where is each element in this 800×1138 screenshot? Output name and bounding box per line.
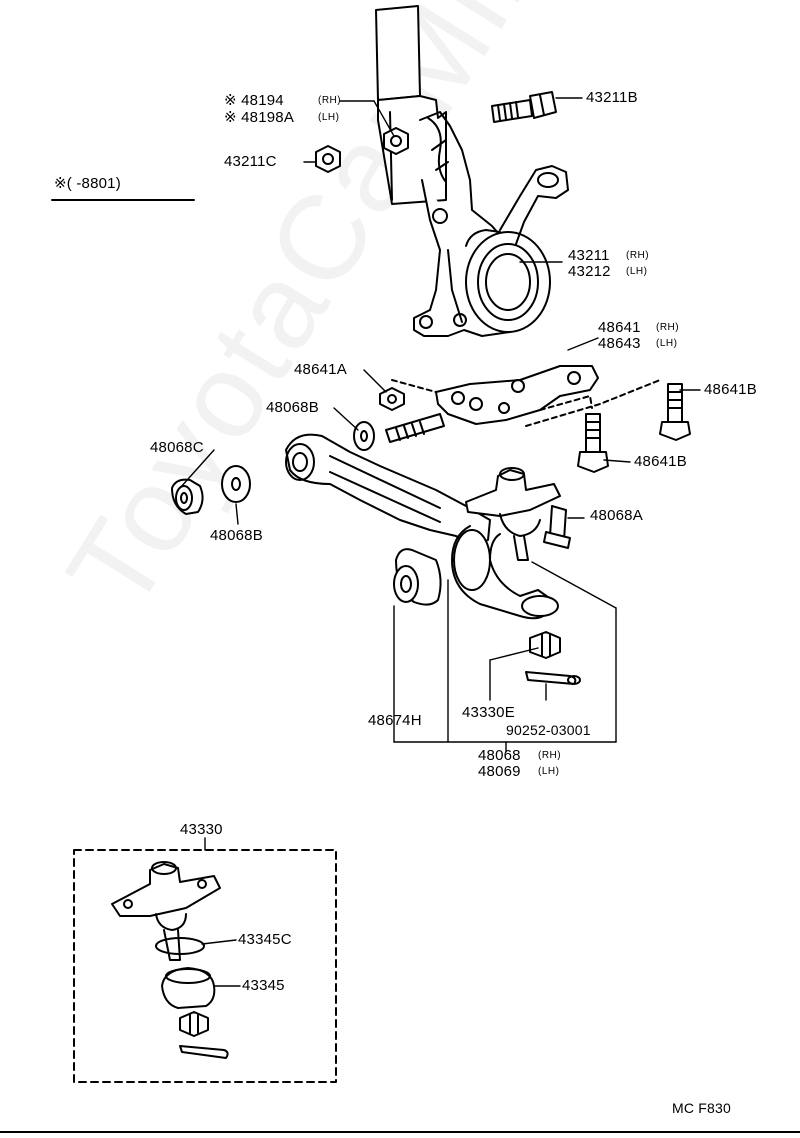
label-90252-03001: 90252-03001 [506,722,591,738]
tag-48194: (RH) [318,95,342,106]
label-48068: 48068 [478,747,521,764]
nut-48194 [383,127,409,155]
kit-43330-box [73,837,337,1083]
bolt-48641B-upper [659,383,691,441]
lower-control-arm [285,433,559,620]
label-43212: 43212 [568,263,611,280]
strut-and-knuckle [375,5,569,337]
ball-joint-43330 [111,861,221,961]
washer-48068B-upper [353,421,375,451]
kit-cotter-pin [179,1045,229,1059]
label-43345C: 43345C [238,931,292,948]
label-48641B-upper: 48641B [704,381,757,398]
label-48198A: ※ 48198A [224,109,295,126]
bolt-48641B-lower [577,413,609,473]
tag-48643: (LH) [656,338,678,349]
footnote: ※( -8801) [54,175,121,192]
label-48194: ※ 48194 [224,92,284,109]
label-48641A: 48641A [294,361,347,378]
dust-boot-43345 [161,967,241,1009]
label-48641: 48641 [598,319,641,336]
tag-43211: (RH) [626,250,650,261]
ball-joint-on-arm [465,467,561,561]
label-48068C: 48068C [150,439,204,456]
cotter-pin-90252 [525,671,581,685]
label-43211B: 43211B [586,89,638,106]
nut-48641A [379,387,405,411]
tag-48198A: (LH) [318,112,340,123]
label-48068B-lower: 48068B [210,527,263,544]
label-43211: 43211 [568,247,610,264]
tag-43212: (LH) [626,266,648,277]
label-43211C: 43211C [224,153,277,170]
leader-lines [179,97,701,753]
snap-ring-43345C [155,937,237,955]
label-48068B-upper: 48068B [266,399,319,416]
label-43345: 43345 [242,977,285,994]
bolt-43211B [491,91,557,123]
label-48674H: 48674H [368,712,422,729]
label-48641B-lower: 48641B [634,453,687,470]
castle-nut-43330E [529,631,561,659]
tag-48069: (LH) [538,766,560,777]
washer-48068B-lower [221,465,251,503]
bushing-48068C [171,478,204,515]
tag-48068: (RH) [538,750,562,761]
bolt-48068A [543,505,571,549]
label-43330: 43330 [180,821,223,838]
label-48068A: 48068A [590,507,643,524]
label-43330E: 43330E [462,704,515,721]
label-48643: 48643 [598,335,641,352]
bracket-48641 [385,365,661,443]
nut-43211C [315,145,341,173]
label-48069: 48069 [478,763,521,780]
tag-48641: (RH) [656,322,680,333]
figure-code: MC F830 [672,1100,731,1116]
kit-castle-nut [179,1011,209,1037]
